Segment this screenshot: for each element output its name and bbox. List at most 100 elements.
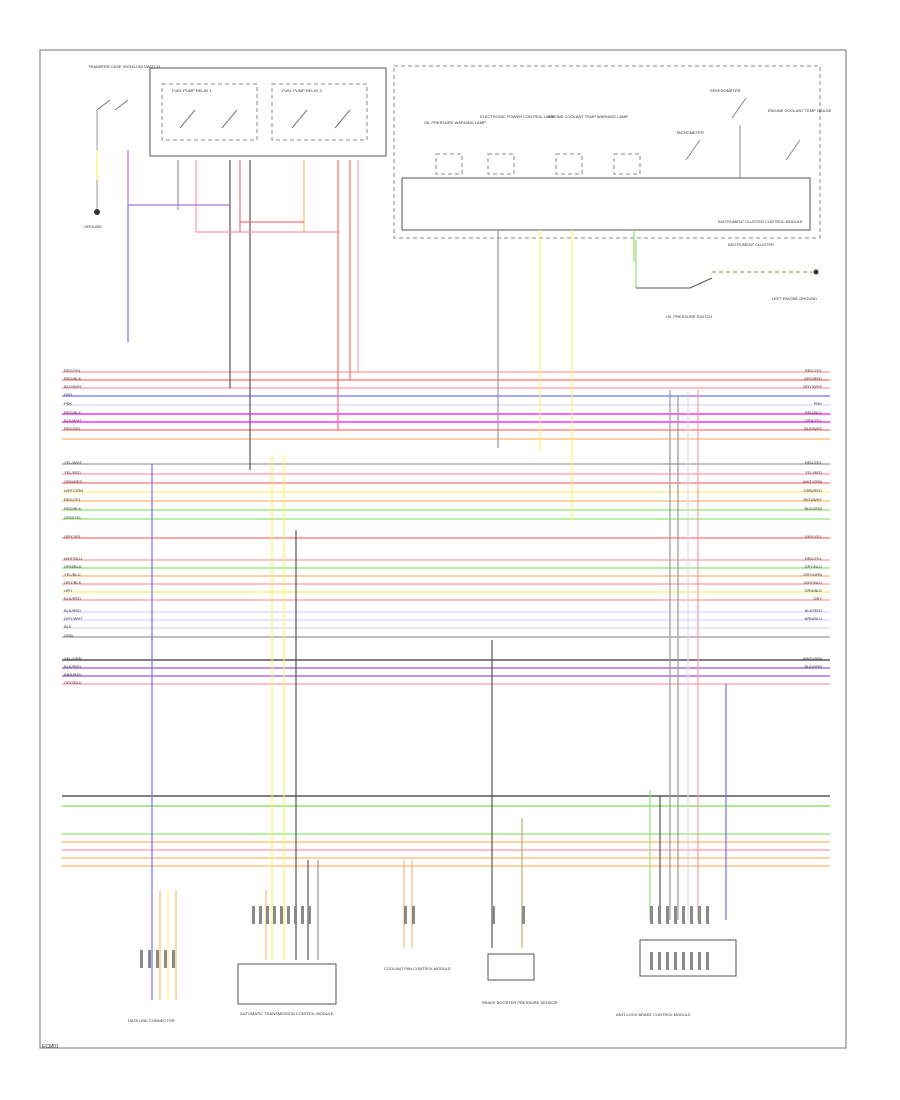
connector-pin-4-3 [674,906,677,924]
connector-pin-1-8 [308,906,311,924]
right-wire-label-3: PNK [814,401,823,406]
connector-pin-4-6 [698,906,701,924]
gauge-1-label: OIL PRESSURE WARNING LAMP [424,120,486,125]
left-wire-label-22: BLK/RED [64,608,81,613]
left-wire-label-18: YEL/BLU [64,572,81,577]
connector-pin-4-7 [706,906,709,924]
gauge-4-label: TACHOMETER [676,130,704,135]
right-wire-label-15: GRY/BLU [805,564,823,569]
connector-pin-1-7 [301,906,304,924]
connector-pin-1-4 [280,906,283,924]
bottom-components: DATA LINK CONNECTOR AUTOMATIC TRANSMISSI… [128,939,737,1023]
connector-pin-1-3 [273,906,276,924]
right-wire-label-0: RED/YEL [805,368,823,373]
connector-pin-4-1 [658,906,661,924]
right-wire-label-11: RED/WHT [803,497,822,502]
right-wire-label-1: GRY/RED [804,376,822,381]
connector-pin-5-4 [682,952,685,970]
left-wire-label-29: ORG/BLK [64,680,82,685]
left-wire-label-3: GRY [64,392,73,397]
left-wire-label-13: RED/BLK [64,506,81,511]
connector-pin-0-3 [164,950,167,968]
instrument-cluster-label: INSTRUMENT CLUSTER [728,242,774,247]
right-wire-label-19: GRY [813,596,822,601]
right-wire-label-8: YEL/RED [805,470,822,475]
footer-code: ECM01 [42,1044,59,1050]
connector-pin-1-5 [287,906,290,924]
left-wire-label-11: WHT/GRN [64,488,83,493]
bottom-5-label: ANTI-LOCK BRAKE CONTROL MODULE [616,1012,691,1017]
connector-pin-5-5 [690,952,693,970]
left-wire-label-27: BLK/RED [64,664,81,669]
connector-pin-3-0 [492,906,495,924]
oil-pressure-switch: OIL PRESSURE SWITCH LEFT ENGINE GROUND [635,240,819,319]
right-wire-label-4: RED/BLK [805,410,822,415]
bottom-2-box [237,963,337,1005]
left-wire-label-17: GRN/BLK [64,564,82,569]
bottom-4-box [487,953,535,981]
horizontal-wires [62,371,830,867]
bottom-3-label: COOLANT FAN CONTROL MODULE [384,966,451,971]
left-wire-label-9: YEL/RED [64,470,81,475]
connector-pin-4-2 [666,906,669,924]
instrument-cluster-box [393,65,821,239]
fuel-pump-relay-1-box [161,83,258,141]
oil-pressure-switch-label: OIL PRESSURE SWITCH [666,314,712,319]
top-switch-label: TRANSFER CASE HIGH/LOW SWITCH [88,64,160,69]
left-wire-label-19: GRY/BLK [64,580,82,585]
connector-pin-4-4 [682,906,685,924]
connector-pin-5-6 [698,952,701,970]
connector-pin-4-0 [650,906,653,924]
connector-pin-5-7 [706,952,709,970]
left-wire-label-8: YEL/WHT [64,460,82,465]
left-wire-label-23: GRY/WHT [64,616,83,621]
right-wire-label-23: BLK/GRN [804,664,822,669]
left-wire-label-10: GRN/RED [64,479,83,484]
right-wire-label-5: GRN/YEL [804,418,822,423]
right-wire-label-13: GRY/YEL [805,534,823,539]
connector-pin-5-1 [658,952,661,970]
left-wire-label-28: BRN/RED [64,672,82,677]
gauge-2-label: ELECTRONIC POWER CONTROL LAMP [480,114,555,119]
connector-pin-0-4 [172,950,175,968]
ground-left-label: GROUND [84,224,102,229]
gauge-6-label: ENGINE COOLANT TEMP GAUGE [768,108,832,113]
left-wire-label-15: GRY/YEL [64,534,82,539]
connector-pin-0-0 [140,950,143,968]
left-wire-label-1: RED/BLK [64,376,81,381]
gauge-5-label: SPEEDOMETER [710,88,741,93]
left-wire-label-6: BLK/WHT [64,418,82,423]
left-wire-label-2: BLU/WHT [64,384,83,389]
bottom-1-label: DATA LINK CONNECTOR [128,1018,175,1023]
connector-pin-2-0 [404,906,407,924]
instrument-cluster-control-box [401,177,811,231]
fuel-pump-relays: FUEL PUMP RELAY 1 FUEL PUMP RELAY 2 [149,67,387,157]
right-wire-labels: RED/YEL GRY/RED GRY/WHT PNK RED/BLK GRN/YEL BL… [803,368,823,669]
left-wire-label-7: RED/YEL [64,426,82,431]
diagram-frame [39,49,847,1049]
right-wire-label-22: WHT/GRN [803,656,822,661]
connector-pin-0-1 [148,950,151,968]
right-wire-label-16: GRY/GRN [803,572,822,577]
vertical-wires [127,150,727,1000]
left-wire-label-20: GRY [64,588,73,593]
left-wire-labels: RED/YELRED/BLKBLU/WHTGRYPNKRED/BLKBLK/WH… [64,368,83,685]
left-engine-ground-label: LEFT ENGINE GROUND [772,296,817,301]
connector-pin-4-5 [690,906,693,924]
connector-pin-5-3 [674,952,677,970]
connector-pin-1-2 [266,906,269,924]
connector-pin-3-1 [522,906,525,924]
left-wire-label-0: RED/YEL [64,368,82,373]
left-wire-label-25: GRN [64,633,73,638]
instrument-cluster-control-label: INSTRUMENT CLUSTER CONTROL MODULE [718,219,803,224]
right-wire-label-12: BLK/GRN [804,506,822,511]
bottom-2-label: AUTOMATIC TRANSMISSION CONTROL MODULE [240,1011,334,1016]
right-wire-label-18: GRN/BLK [804,588,822,593]
transfer-case-switch: TRANSFER CASE HIGH/LOW SWITCH GROUND [84,64,160,229]
gauge-3-label: ENGINE COOLANT TEMP WARNING LAMP [548,114,628,119]
left-wire-label-16: WHT/BLU [64,556,82,561]
connector-pin-5-0 [650,952,653,970]
bottom-5-box [639,939,737,977]
right-wire-label-2: GRY/WHT [803,384,822,389]
